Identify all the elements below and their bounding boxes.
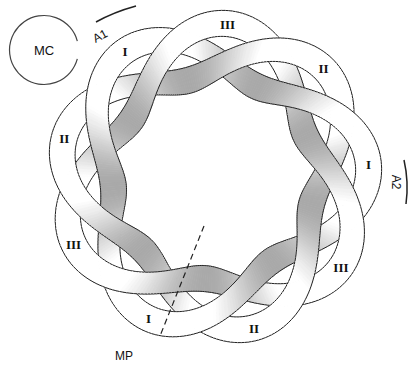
strand-piece [329, 259, 352, 277]
strand-piece [315, 60, 336, 81]
braid-strands [49, 10, 381, 342]
